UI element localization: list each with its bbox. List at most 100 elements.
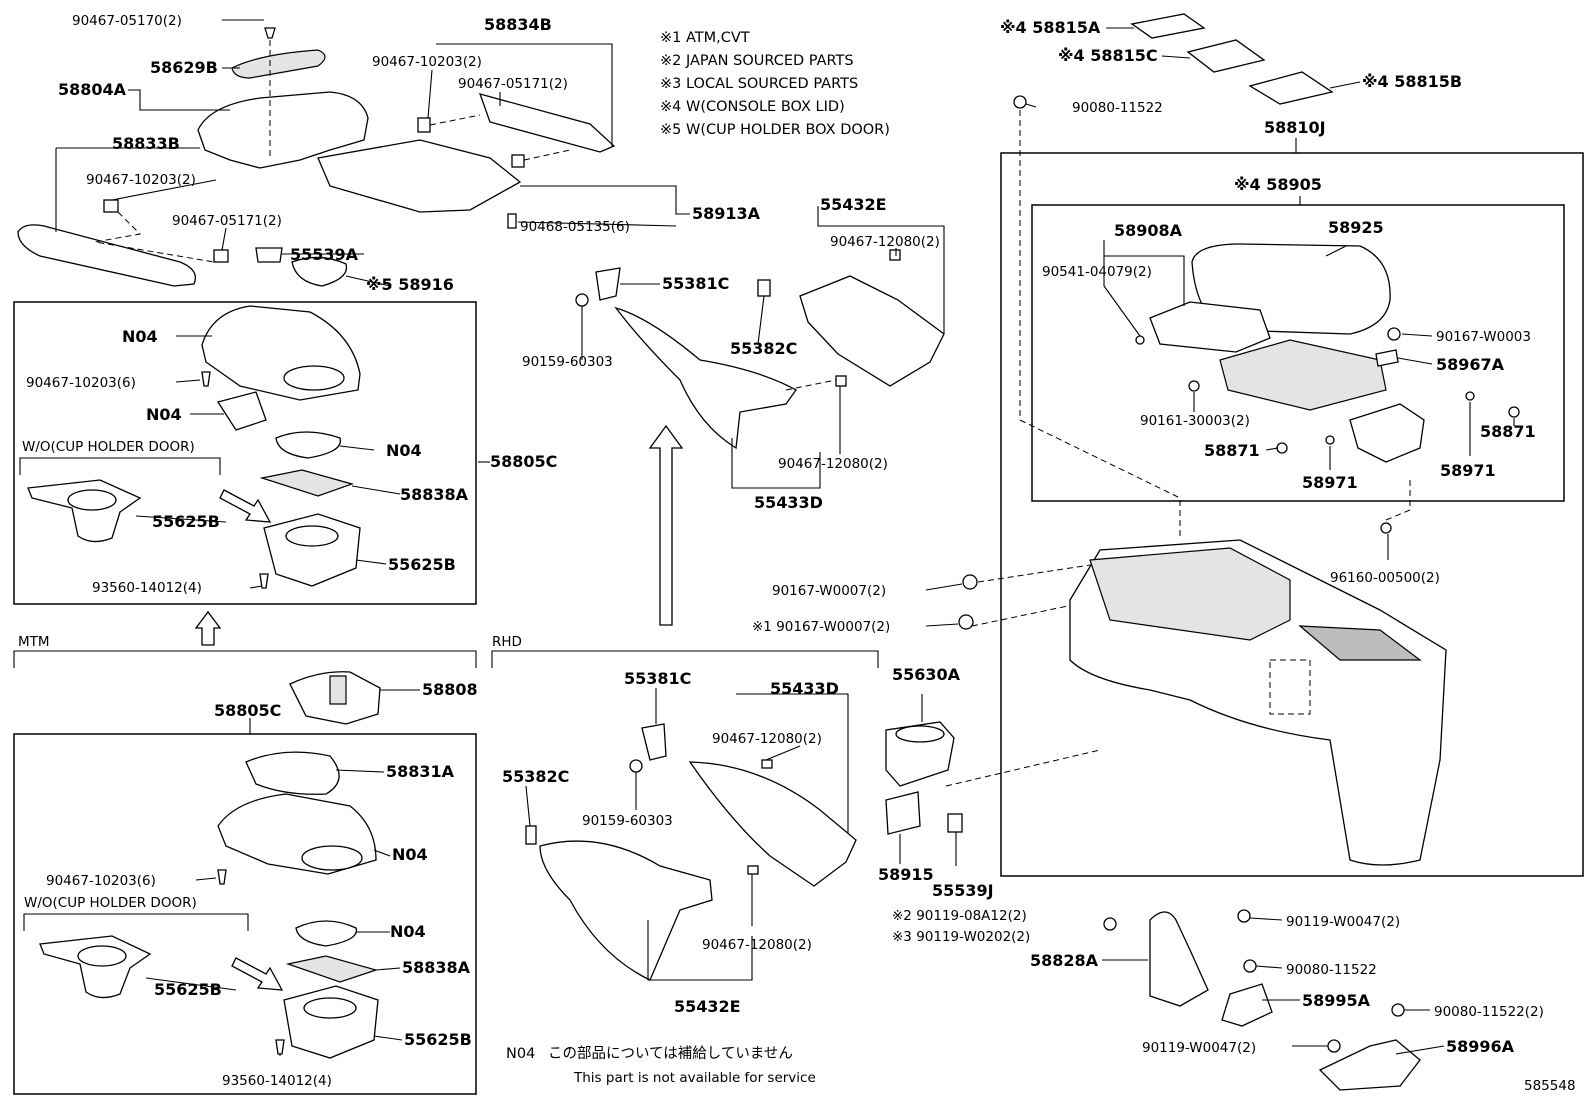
rhd-bracket <box>491 650 879 668</box>
label-p72: 90119-W0047(2) <box>1286 914 1400 930</box>
clip-55382C-upper <box>757 279 771 297</box>
label-p66: 55630A <box>892 665 961 684</box>
label-p77: 58996A <box>1446 1037 1515 1056</box>
parts-artwork <box>17 13 1520 1091</box>
label-p25: 55382C <box>730 339 797 358</box>
label-p36: 58838A <box>402 958 471 977</box>
label-p40: 55381C <box>624 669 691 688</box>
diagram-code: 585548 <box>1524 1078 1576 1094</box>
label-p49: ※4 58815B <box>1362 72 1462 91</box>
bolt-90119-W0047-b <box>1327 1039 1341 1053</box>
label-p34: 90467-10203(6) <box>46 873 156 889</box>
ring-58916 <box>291 256 348 287</box>
plate-58915 <box>885 791 921 835</box>
panel-55432E-rhd <box>539 840 713 981</box>
note-3: ※3 LOCAL SOURCED PARTS <box>660 76 858 92</box>
direction-arrow-1-icon <box>219 489 272 523</box>
bolt-90119-08A12 <box>1103 917 1117 931</box>
label-p13: ※5 58916 <box>366 275 454 294</box>
label-p03: 58804A <box>58 80 127 99</box>
label-p10: 58913A <box>692 204 761 223</box>
label-p41: 55433D <box>770 679 839 698</box>
bolt-90080-11522-a <box>1243 959 1257 973</box>
spring-58967A <box>1375 349 1399 367</box>
label-p62: 58971 <box>1440 461 1496 480</box>
label-p27: 90467-12080(2) <box>830 234 940 250</box>
ring-N04-mtm <box>295 920 358 947</box>
plate-58815C <box>1186 39 1266 73</box>
footer-en: This part is not available for service <box>573 1070 816 1086</box>
label-p09: 90467-05171(2) <box>458 76 568 92</box>
mat-58838A-mtm <box>285 955 379 983</box>
latch-assembly <box>1349 403 1425 463</box>
label-p11: 90468-05135(6) <box>520 219 630 235</box>
leader-lines <box>55 19 1515 1056</box>
label-p07: 58834B <box>484 15 552 34</box>
label-p21: 55625B <box>388 555 456 574</box>
screw-90159-60303-upper <box>575 293 589 307</box>
label-p23: 55381C <box>662 274 729 293</box>
label-p29: 55433D <box>754 493 823 512</box>
woc2-bracket <box>23 913 249 931</box>
label-p12: 55539A <box>290 245 359 264</box>
label-p67: 58915 <box>878 865 934 884</box>
ring-N04 <box>275 431 342 459</box>
console-lid-frame <box>1031 204 1565 502</box>
woc1-label: W/O(CUP HOLDER DOOR) <box>22 439 195 455</box>
note-4: ※4 W(CONSOLE BOX LID) <box>660 99 845 115</box>
label-p59: 58871 <box>1480 422 1536 441</box>
clip-90467-10203-c <box>201 371 211 387</box>
console-box-frame <box>1000 152 1584 877</box>
cup-holder-55625B-d <box>283 985 379 1059</box>
clip-90467-10203-b <box>417 117 431 133</box>
clip-90467-12080-b <box>835 375 847 387</box>
label-p04: 58833B <box>112 134 180 153</box>
label-p55: 90541-04079(2) <box>1042 264 1152 280</box>
cup-holder-55625B-b <box>263 513 361 587</box>
label-p43: 55382C <box>502 767 569 786</box>
label-p51: 58810J <box>1264 118 1326 137</box>
up-arrow-large-icon <box>648 424 684 626</box>
label-p44: 90159-60303 <box>582 813 673 829</box>
bracket-58828A <box>1149 911 1209 1007</box>
label-p05: 90467-10203(2) <box>86 172 196 188</box>
clip-90467-10203-a <box>103 199 119 213</box>
panel-55433D-rhd <box>688 761 857 887</box>
bracket-58995A <box>1221 983 1273 1027</box>
label-p38: 55625B <box>404 1030 472 1049</box>
label-p33: N04 <box>392 845 428 864</box>
lid-base <box>1219 339 1387 411</box>
trim-strip-58833B <box>17 224 197 287</box>
bracket-58996A <box>1318 1039 1421 1091</box>
section-title-mtm: MTM <box>18 634 50 650</box>
clip-90467-10203-d <box>217 869 227 885</box>
mtm-bracket <box>13 650 477 668</box>
footer-n04: N04 <box>506 1046 535 1062</box>
label-p42: 90467-12080(2) <box>712 731 822 747</box>
label-p48: ※4 58815C <box>1058 46 1158 65</box>
clip-90467-12080-d <box>747 865 759 875</box>
label-p60: 58871 <box>1204 441 1260 460</box>
mat-58838A <box>259 469 354 497</box>
clip-90467-05171-a <box>213 249 229 263</box>
label-p35: N04 <box>390 922 426 941</box>
console-panel-58913A <box>317 139 522 213</box>
frames <box>13 152 1584 1095</box>
trim-58834B <box>478 93 616 153</box>
label-p71: 58828A <box>1030 951 1099 970</box>
label-p14: N04 <box>122 327 158 346</box>
clip-90468-05135 <box>507 213 517 229</box>
screw-90541-04079 <box>1135 335 1145 345</box>
label-p52: ※4 58905 <box>1234 175 1322 194</box>
label-p47: ※4 58815A <box>1000 18 1101 37</box>
pin-58871-left <box>1276 442 1288 454</box>
plate-58815B <box>1248 71 1334 105</box>
clip-90467-05170 <box>264 27 276 39</box>
label-p20: 55625B <box>152 512 220 531</box>
woc2-label: W/O(CUP HOLDER DOOR) <box>24 895 197 911</box>
bolt-90080-11522-top <box>1013 95 1027 109</box>
label-p63: 96160-00500(2) <box>1330 570 1440 586</box>
label-p45: 90467-12080(2) <box>702 937 812 953</box>
label-p26: 55432E <box>820 195 887 214</box>
mtm-shift-box <box>13 733 477 1095</box>
